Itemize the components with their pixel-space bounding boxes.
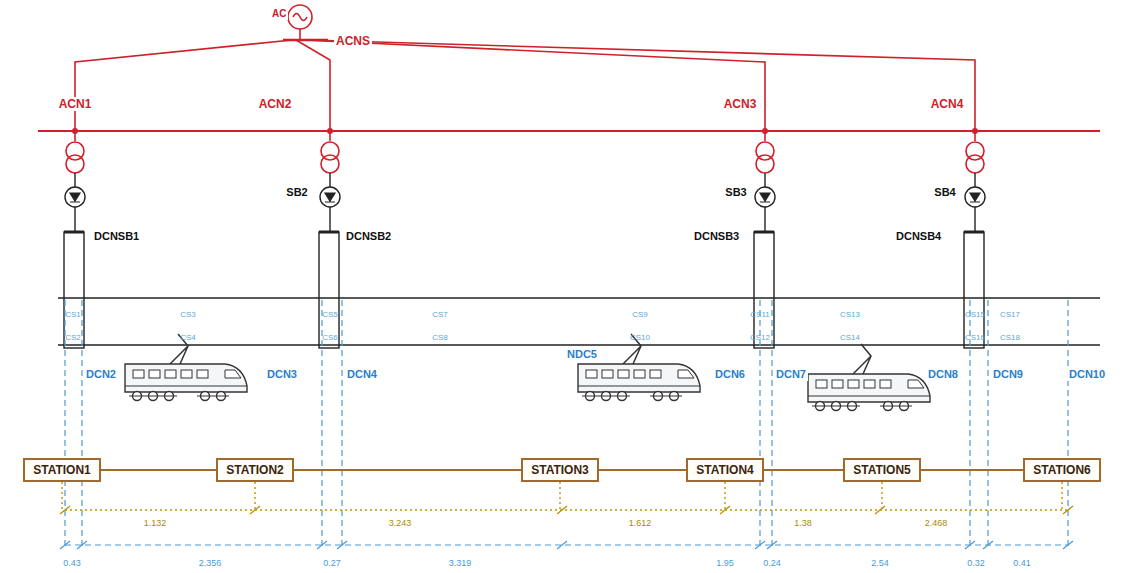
station-name: STATION1 bbox=[33, 463, 91, 477]
diagram-label: CS15 bbox=[963, 310, 987, 320]
diagram-label: CS7 bbox=[430, 310, 450, 320]
track-line bbox=[101, 469, 216, 471]
diagram-label: CS3 bbox=[178, 310, 198, 320]
diagram-label: DCNSB2 bbox=[344, 230, 393, 243]
station-box: STATION1 bbox=[23, 458, 101, 482]
diagram-label: 1.95 bbox=[714, 558, 736, 569]
diagram-label: CS12 bbox=[748, 333, 772, 343]
diagram-label: NDC5 bbox=[565, 348, 599, 361]
diagram-label: 0.24 bbox=[761, 558, 783, 569]
station-box: STATION6 bbox=[1023, 458, 1101, 482]
diagram-label: CS13 bbox=[838, 310, 862, 320]
diagram-label: 2.468 bbox=[923, 518, 950, 529]
diagram-label: 2.54 bbox=[869, 558, 891, 569]
station-box: STATION4 bbox=[686, 458, 764, 482]
diagram-label: CS6 bbox=[320, 333, 340, 343]
diagram-label: CS14 bbox=[838, 333, 862, 343]
diagram-label: SB2 bbox=[284, 186, 309, 199]
diagram-label: 0.32 bbox=[965, 558, 987, 569]
diagram-label: SB4 bbox=[932, 186, 957, 199]
diagram-label: CS9 bbox=[630, 310, 650, 320]
diagram-label: AC bbox=[270, 8, 288, 20]
diagram-label: 3.243 bbox=[387, 518, 414, 529]
diagram-label: CS8 bbox=[430, 333, 450, 343]
station-name: STATION3 bbox=[531, 463, 589, 477]
diagram-label: DCNSB3 bbox=[692, 230, 741, 243]
diagram-label: 1.132 bbox=[142, 518, 169, 529]
diagram-label: DCN10 bbox=[1067, 368, 1107, 381]
diagram-label: CS17 bbox=[998, 310, 1022, 320]
diagram-label: CS5 bbox=[320, 310, 340, 320]
track-line bbox=[599, 469, 686, 471]
diagram-label: CS11 bbox=[748, 310, 771, 320]
diagram-label: DCN2 bbox=[84, 368, 118, 381]
station-name: STATION5 bbox=[853, 463, 911, 477]
diagram-label: DCN4 bbox=[345, 368, 379, 381]
track-line bbox=[764, 469, 843, 471]
diagram-label: ACN1 bbox=[57, 97, 94, 111]
diagram-label: CS16 bbox=[963, 333, 987, 343]
diagram-label: DCNSB4 bbox=[894, 230, 943, 243]
diagram-label: 0.27 bbox=[321, 558, 343, 569]
diagram-label: ACN3 bbox=[722, 97, 759, 111]
diagram-label: 0.41 bbox=[1011, 558, 1033, 569]
station-name: STATION6 bbox=[1033, 463, 1091, 477]
diagram-label: CS4 bbox=[178, 333, 198, 343]
diagram-label: DCN3 bbox=[265, 368, 299, 381]
station-box: STATION3 bbox=[521, 458, 599, 482]
station-name: STATION4 bbox=[696, 463, 754, 477]
diagram-label: CS2 bbox=[63, 333, 83, 343]
diagram-label: SB3 bbox=[723, 186, 748, 199]
diagram-label: ACN2 bbox=[257, 97, 294, 111]
track-line bbox=[921, 469, 1023, 471]
station-name: STATION2 bbox=[226, 463, 284, 477]
diagram-label: CS10 bbox=[628, 333, 652, 343]
diagram-label: DCN8 bbox=[926, 368, 960, 381]
diagram-label: ACNS bbox=[334, 34, 372, 48]
diagram-label: 3.319 bbox=[447, 558, 474, 569]
diagram-label: 2.356 bbox=[197, 558, 224, 569]
diagram-label: CS1 bbox=[63, 310, 83, 320]
diagram-label: DCN7 bbox=[774, 368, 808, 381]
diagram-label: ACN4 bbox=[929, 97, 966, 111]
diagram-label: DCN9 bbox=[991, 368, 1025, 381]
diagram-label: 1.612 bbox=[627, 518, 654, 529]
diagram-label: 0.43 bbox=[61, 558, 83, 569]
track-line bbox=[294, 469, 521, 471]
diagram-label: DCN6 bbox=[713, 368, 747, 381]
station-box: STATION5 bbox=[843, 458, 921, 482]
diagram-label: CS18 bbox=[998, 333, 1022, 343]
station-box: STATION2 bbox=[216, 458, 294, 482]
diagram-label: 1.38 bbox=[792, 518, 814, 529]
diagram-label: DCNSB1 bbox=[92, 230, 141, 243]
